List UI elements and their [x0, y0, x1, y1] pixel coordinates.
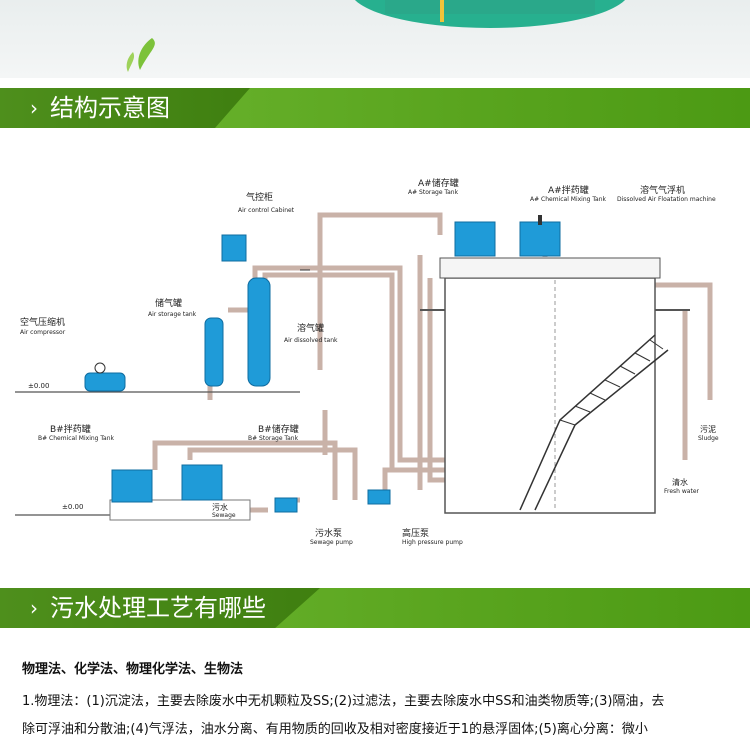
chevron-right-icon: › — [30, 96, 38, 120]
label-b-mixing: B#拌药罐 — [50, 423, 91, 435]
label-sludge: 污泥 — [700, 424, 716, 434]
process-diagram-svg: 气控柜 Air control Cabinet A#储存罐 A# Storage… — [15, 177, 719, 546]
air-compressor — [84, 372, 126, 392]
label-sewage-pump: 污水泵 — [315, 527, 342, 539]
label-sewage-in: 污水 — [212, 502, 228, 512]
label-fresh-en: Fresh water — [664, 488, 700, 495]
section-header-processes: › 污水处理工艺有哪些 — [0, 588, 750, 628]
base-plinth — [109, 499, 251, 521]
pipe — [317, 212, 443, 370]
label-dissolved: 溶气罐 — [297, 322, 324, 334]
dissolved-air-tank — [247, 277, 271, 387]
label-air-control-en: Air control Cabinet — [238, 207, 295, 214]
label-air-storage-en: Air storage tank — [148, 311, 197, 318]
chevron-right-icon: › — [30, 596, 38, 620]
banner-art — [126, 0, 626, 72]
pipe — [152, 440, 338, 500]
diagram-labels: 气控柜 Air control Cabinet A#储存罐 A# Storage… — [20, 177, 719, 546]
label-level: ±0.00 — [28, 382, 49, 390]
paragraph-line: 除可浮油和分散油;(4)气浮法，油水分离、有用物质的回收及相对密度接近于1的悬浮… — [22, 722, 648, 737]
label-sewage-pump-en: Sewage pump — [310, 539, 353, 546]
high-pressure-pump — [367, 489, 391, 505]
pipe — [655, 282, 713, 400]
sewage-pump — [274, 497, 298, 513]
label-fresh: 清水 — [672, 477, 688, 487]
section-title: 污水处理工艺有哪些 — [50, 594, 266, 622]
paragraph-line: 1.物理法：(1)沉淀法，主要去除废水中无机颗粒及SS;(2)过滤法，主要去除废… — [22, 694, 665, 709]
b-storage-tank — [181, 464, 223, 501]
a-mixing-tank — [519, 221, 561, 257]
label-daf: 溶气气浮机 — [640, 184, 685, 196]
label-compressor: 空气压缩机 — [20, 316, 65, 328]
label-b-storage-en: B# Storage Tank — [248, 435, 299, 442]
daf-top — [439, 257, 661, 279]
section-title: 结构示意图 — [50, 94, 170, 122]
label-sewage-in-en: Sewage — [212, 512, 236, 519]
label-b-mixing-en: B# Chemical Mixing Tank — [38, 435, 115, 442]
label-air-storage: 储气罐 — [155, 297, 182, 309]
label-a-storage: A#储存罐 — [418, 177, 459, 189]
label-level: ±0.00 — [62, 503, 83, 511]
label-hp-pump: 高压泵 — [402, 527, 429, 539]
methods-subheading: 物理法、化学法、物理化学法、生物法 — [22, 662, 244, 677]
label-a-storage-en: A# Storage Tank — [408, 189, 459, 196]
mixer-motor-icon — [538, 215, 542, 225]
section-wedge — [0, 88, 250, 128]
section-wedge — [0, 588, 320, 628]
process-diagram: 气控柜 Air control Cabinet A#储存罐 A# Storage… — [0, 160, 750, 560]
label-daf-en: Dissolved Air Floatation machine — [617, 196, 716, 203]
label-b-storage: B#储存罐 — [258, 423, 299, 435]
a-storage-tank — [454, 221, 496, 257]
daf-machine — [444, 277, 656, 514]
product-rim — [385, 0, 595, 14]
air-control-cabinet — [221, 234, 247, 262]
b-mixing-tank — [111, 469, 153, 503]
label-a-mixing-en: A# Chemical Mixing Tank — [530, 196, 607, 203]
leaf-icon — [138, 38, 155, 70]
top-banner — [0, 0, 750, 78]
label-air-control: 气控柜 — [246, 191, 273, 203]
label-hp-pump-en: High pressure pump — [402, 539, 463, 546]
scraper-slats — [559, 339, 664, 426]
label-sludge-en: Sludge — [698, 435, 719, 442]
label-dissolved-en: Air dissolved tank — [284, 337, 338, 344]
label-compressor-en: Air compressor — [20, 329, 66, 336]
pipe — [187, 447, 358, 500]
product-bolt — [440, 0, 444, 22]
section-header-structure: › 结构示意图 — [0, 88, 750, 128]
air-storage-tank — [204, 317, 224, 387]
label-a-mixing: A#拌药罐 — [548, 184, 589, 196]
compressor-wheel-icon — [94, 362, 106, 374]
leaf-icon — [126, 52, 135, 72]
